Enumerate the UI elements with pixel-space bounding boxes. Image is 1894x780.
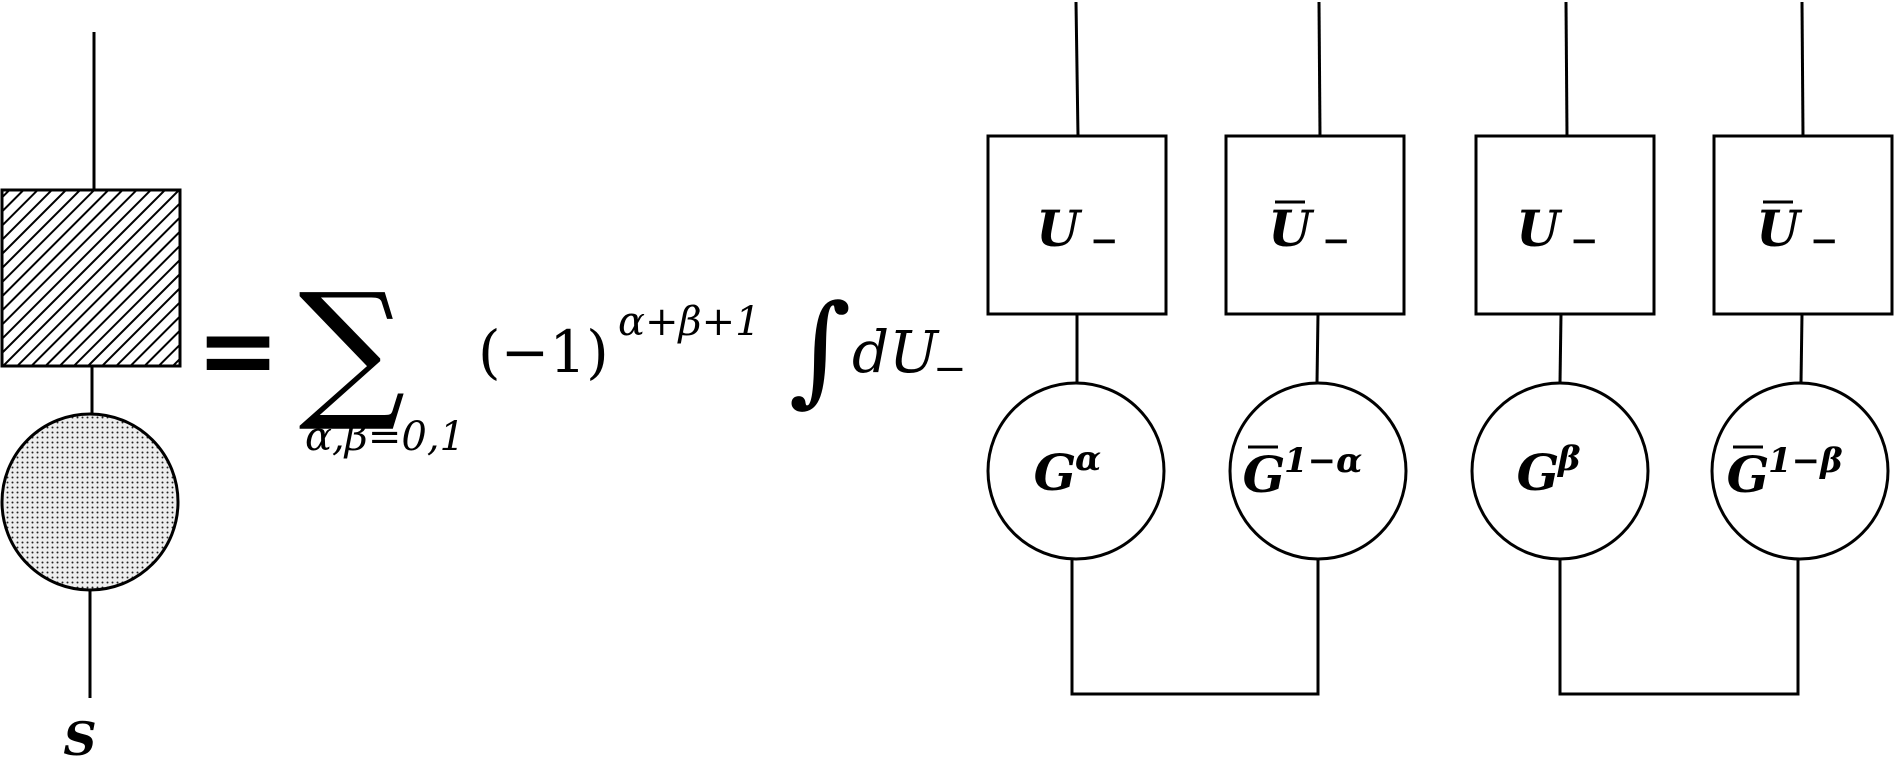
lhs-dotted-circle [0,412,180,592]
tensor-3-superscript: β [1556,439,1581,479]
gate-4-box [1712,134,1894,316]
gate-3-link [1558,313,1563,384]
formula: ∑ α,β=0,1 (−1) α+β+1 ∫ dU − [298,262,966,460]
tensor-1-circle [986,381,1166,561]
gate-3-box [1474,134,1656,316]
gate-2-top-leg [1317,1,1322,137]
measure-subscript: − [933,346,967,392]
lhs-diagram: S [0,32,182,766]
tensor-1-name: G [1034,443,1077,502]
gate-3-top-leg [1564,1,1569,137]
equals-sign: = [196,291,280,409]
tensor-3-name: G [1517,443,1560,502]
column-2: U − G 1−α [1224,1,1408,561]
integral-symbol: ∫ [789,280,852,419]
gate-4-name: U [1756,199,1803,258]
sum-index: α,β=0,1 [305,414,465,460]
tensor-4-name: G [1727,445,1770,504]
gate-4-link [1799,313,1804,384]
gate-3-subscript: − [1570,221,1599,261]
tensor-4-superscript: 1−β [1768,441,1843,481]
sum-symbol: ∑ [298,262,405,436]
gate-2-subscript: − [1322,221,1351,261]
contraction-1-2 [1070,559,1320,696]
column-1: U − G α [986,1,1168,561]
gate-2-name: U [1268,199,1315,258]
gate-4-top-leg [1800,1,1805,137]
column-3: U − G β [1470,1,1656,561]
gate-2-link [1315,313,1320,384]
sign-base: (−1) [478,318,609,386]
gate-3-name: U [1516,199,1563,258]
sign-exponent: α+β+1 [618,299,761,345]
gate-2-box [1224,134,1406,316]
lhs-label: S [63,712,96,766]
tensor-4-circle [1710,381,1890,561]
tensor-2-superscript: 1−α [1284,441,1362,481]
tensor-1-superscript: α [1075,439,1101,479]
measure: dU [852,318,940,386]
contraction-3-4 [1558,559,1800,696]
gate-4-subscript: − [1810,221,1839,261]
gate-1-top-leg [1074,1,1080,137]
lhs-hatched-box [0,188,182,368]
column-4: U − G 1−β [1710,1,1894,561]
gate-1-subscript: − [1090,221,1119,261]
tensor-2-name: G [1243,445,1286,504]
gate-1-box [986,134,1168,316]
gate-1-name: U [1036,199,1083,258]
